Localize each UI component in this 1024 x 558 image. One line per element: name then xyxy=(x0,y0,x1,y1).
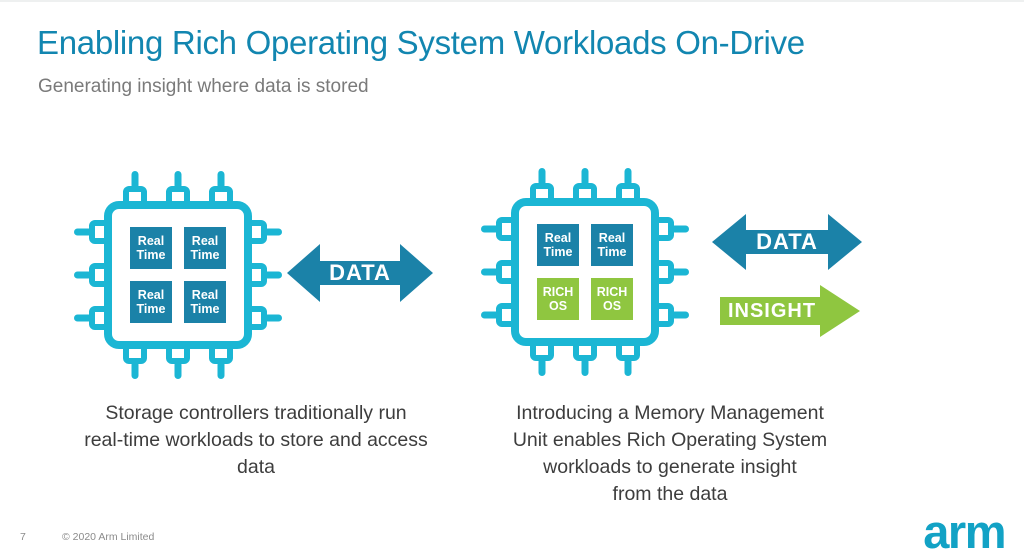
data-flow-arrow: DATA xyxy=(287,244,433,302)
caption-line: Introducing a Memory Management xyxy=(516,402,824,424)
data-flow-arrow: DATA xyxy=(712,214,862,270)
page-subtitle: Generating insight where data is stored xyxy=(38,76,369,97)
insight-flow-arrow: INSIGHT xyxy=(720,285,860,337)
right-arrow-icon xyxy=(720,285,860,337)
left-caption: Storage controllers traditionally run re… xyxy=(40,400,472,481)
double-arrow-icon xyxy=(287,244,433,302)
page-number: 7 xyxy=(20,531,26,543)
data-arrow-label: DATA xyxy=(329,260,391,285)
caption-line: Storage controllers traditionally run xyxy=(105,402,407,424)
chip-icon xyxy=(68,165,288,385)
mmu-enabled-chip: Real Time Real Time RICH OS RICH OS xyxy=(475,162,695,382)
caption-line: from the data xyxy=(612,483,728,505)
arm-logo: arm xyxy=(923,505,1006,558)
core-block-real-time: Real Time xyxy=(537,224,579,266)
core-block-real-time: Real Time xyxy=(130,281,172,323)
caption-line: Unit enables Rich Operating System xyxy=(512,429,828,451)
caption-line: workloads to generate insight xyxy=(543,456,797,478)
double-arrow-icon xyxy=(712,214,862,270)
copyright-text: © 2020 Arm Limited xyxy=(62,531,155,543)
core-block-real-time: Real Time xyxy=(130,227,172,269)
core-block-rich-os: RICH OS xyxy=(537,278,579,320)
caption-line: data xyxy=(237,456,275,478)
core-block-rich-os: RICH OS xyxy=(591,278,633,320)
storage-controller-chip: Real Time Real Time Real Time Real Time xyxy=(68,165,288,385)
insight-arrow-label: INSIGHT xyxy=(727,299,817,322)
right-caption: Introducing a Memory Management Unit ena… xyxy=(464,400,876,508)
core-block-real-time: Real Time xyxy=(184,281,226,323)
core-block-real-time: Real Time xyxy=(591,224,633,266)
caption-line: real-time workloads to store and access xyxy=(84,429,428,451)
page-title: Enabling Rich Operating System Workloads… xyxy=(37,24,805,61)
data-arrow-label: DATA xyxy=(756,229,818,254)
core-block-real-time: Real Time xyxy=(184,227,226,269)
chip-icon xyxy=(475,162,695,382)
